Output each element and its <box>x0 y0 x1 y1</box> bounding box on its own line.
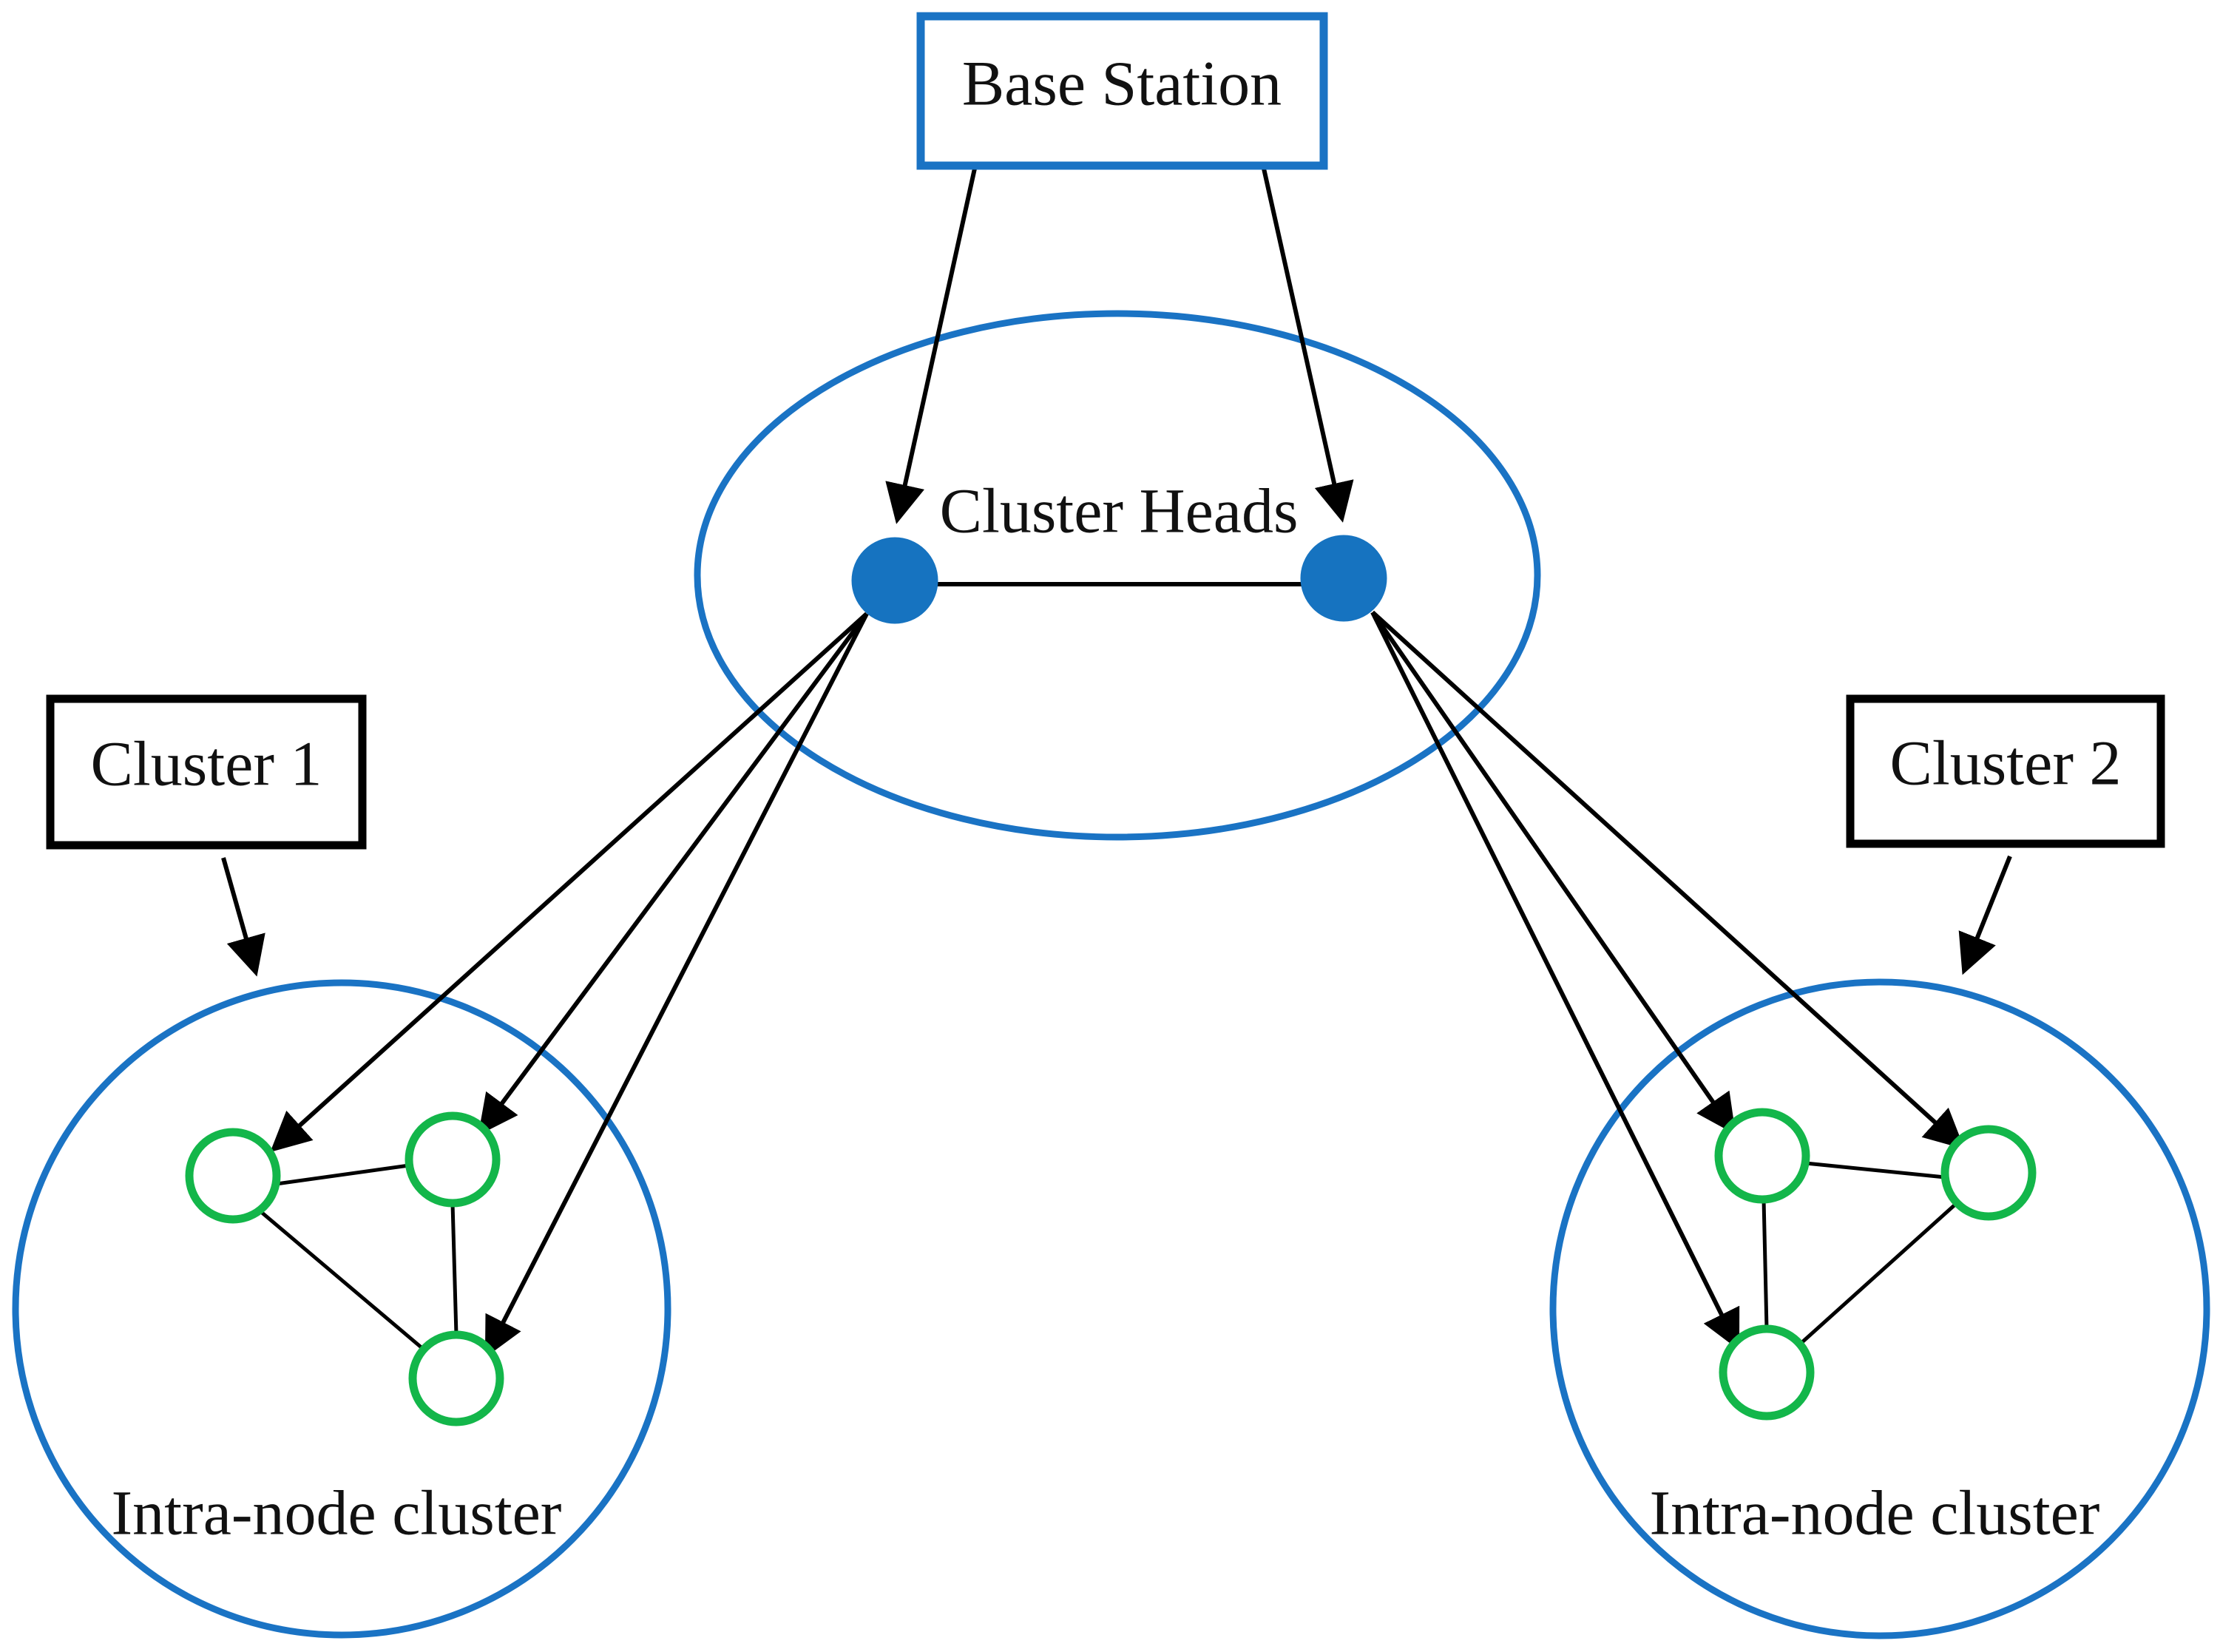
edge-head-right-to-node1 <box>1370 611 1736 1135</box>
cluster2-box[interactable] <box>1846 694 2165 848</box>
sensor-node-c2-n1[interactable] <box>1714 1108 1810 1204</box>
edge-c2-n1-n3 <box>1762 1199 1769 1330</box>
cluster1-circle <box>12 979 671 1639</box>
base-station-box[interactable] <box>916 12 1328 170</box>
edge-cluster1-box-to-circle <box>221 857 265 977</box>
edge-head-left-to-node1 <box>270 612 869 1153</box>
base-station-label: Base Station <box>962 48 1282 119</box>
cluster2-intra-node-label: Intra-node cluster <box>1650 1477 2100 1548</box>
edge-c2-n1-n2 <box>1805 1161 1946 1179</box>
cluster1-box-label: Cluster 1 <box>91 728 322 799</box>
edge-head-left-to-node2 <box>478 612 869 1136</box>
edge-base-to-head-left <box>885 168 977 524</box>
edge-head-left-to-node3 <box>484 612 869 1358</box>
edge-c1-n1-n2 <box>276 1163 410 1186</box>
edge-head-right-to-node2 <box>1370 610 1965 1150</box>
sensor-node-c1-n2[interactable] <box>405 1111 501 1208</box>
sensor-node-c1-n1[interactable] <box>185 1128 281 1224</box>
cluster2-box-label: Cluster 2 <box>1890 728 2122 799</box>
edge-c1-n1-n3 <box>259 1210 424 1350</box>
cluster-head-left-node[interactable] <box>851 537 938 624</box>
cluster-head-right-node[interactable] <box>1300 535 1387 622</box>
sensor-node-c2-n3[interactable] <box>1719 1324 1815 1421</box>
sensor-node-c2-n2[interactable] <box>1940 1125 2037 1221</box>
edge-c2-n2-n3 <box>1801 1202 1958 1344</box>
cluster1-intra-node-label: Intra-node cluster <box>112 1477 562 1548</box>
cluster2-circle <box>1549 978 2210 1639</box>
sensor-node-c1-n3[interactable] <box>408 1330 504 1426</box>
edge-cluster2-box-to-circle <box>1958 855 2012 975</box>
edge-head-right-to-node3 <box>1370 611 1740 1351</box>
cluster1-box[interactable] <box>46 694 367 850</box>
edge-base-to-head-right <box>1262 168 1354 523</box>
cluster-heads-label: Cluster Heads <box>940 475 1299 546</box>
edge-c1-n2-n3 <box>450 1202 458 1336</box>
cluster-heads-ellipse <box>694 310 1541 841</box>
